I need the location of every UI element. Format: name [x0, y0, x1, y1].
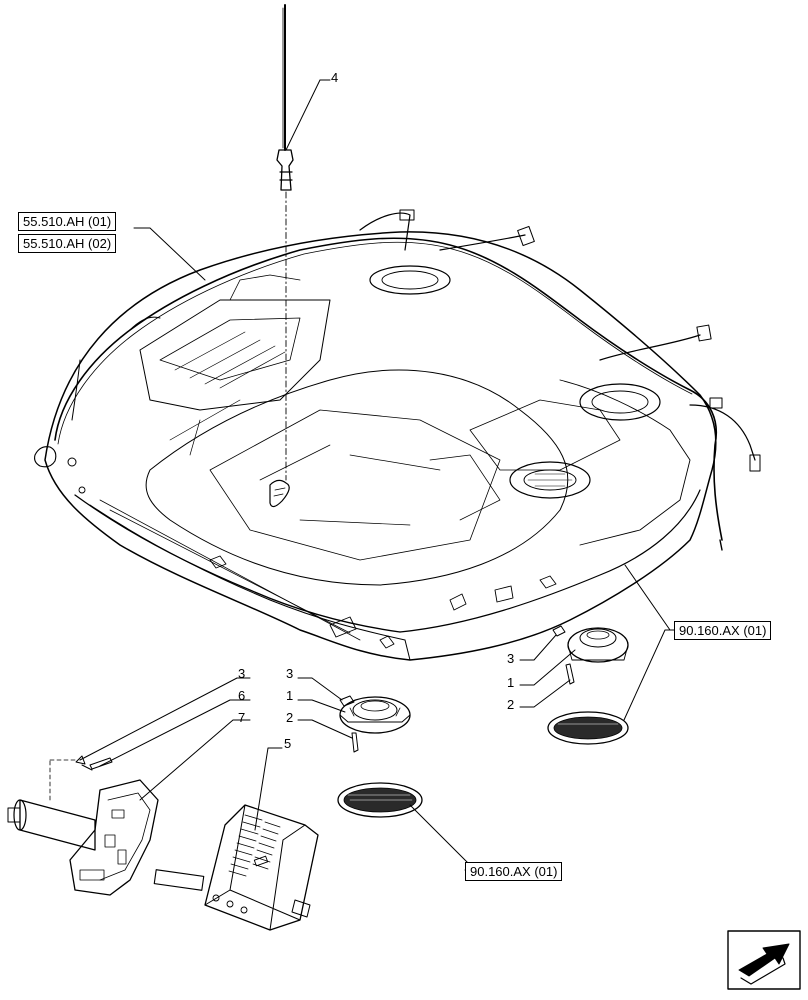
callout-center-3: 3 — [286, 666, 294, 681]
speaker-grille-left-reference[interactable]: 90.160.AX (01) — [465, 862, 563, 881]
center-callout-leaders — [297, 677, 353, 739]
right-callout-leaders — [519, 634, 576, 708]
right-clip — [552, 625, 566, 637]
arrow-navigation-icon[interactable] — [727, 930, 801, 990]
antenna — [269, 4, 294, 508]
callout-right-1: 1 — [507, 675, 515, 690]
callout-right-2: 2 — [507, 697, 515, 712]
right-grille-leader — [623, 564, 676, 721]
screw-part-3-left — [75, 755, 93, 771]
speaker-grille-right — [547, 711, 629, 745]
callout-center-1: 1 — [286, 688, 294, 703]
center-screw — [351, 732, 359, 753]
radio-callout-leader — [254, 747, 283, 831]
radio-mounting-bracket — [7, 759, 159, 896]
callout-center-2: 2 — [286, 710, 294, 725]
harness-reference-01[interactable]: 55.510.AH (01) — [18, 212, 117, 231]
wiring-harness — [54, 209, 761, 551]
radio-unit — [153, 804, 319, 931]
left-grille-leader — [409, 804, 476, 871]
right-screw — [565, 663, 575, 685]
harness-reference-02[interactable]: 55.510.AH (02) — [18, 234, 117, 253]
callout-left-pin-6: 6 — [238, 688, 246, 703]
callout-radio-5: 5 — [284, 736, 292, 751]
callout-antenna: 4 — [331, 70, 339, 85]
callout-right-3: 3 — [507, 651, 515, 666]
callout-left-screw-3: 3 — [238, 666, 246, 681]
center-speaker — [339, 696, 411, 734]
pin-part-6 — [89, 757, 113, 770]
center-clip — [339, 695, 355, 707]
right-speaker — [567, 627, 629, 663]
callout-left-bracket-7: 7 — [238, 710, 246, 725]
callout-antenna-leader — [285, 79, 331, 151]
speaker-grille-left — [337, 782, 423, 818]
speaker-grille-right-reference[interactable]: 90.160.AX (01) — [674, 621, 772, 640]
harness-reference-leader — [133, 227, 206, 281]
left-callout-leaders — [79, 677, 251, 801]
roof-headliner — [34, 231, 717, 661]
